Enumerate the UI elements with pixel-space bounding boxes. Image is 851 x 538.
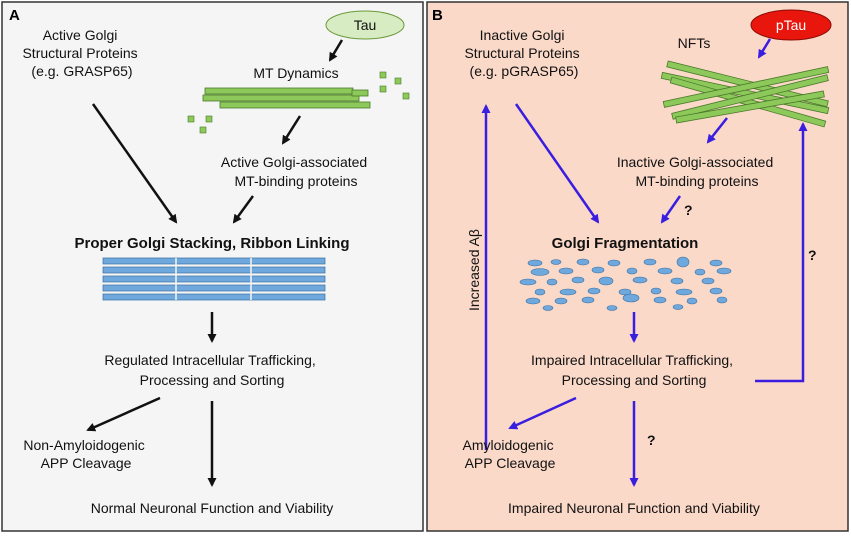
ptau-bubble: pTau bbox=[750, 9, 832, 41]
tau-bubble: Tau bbox=[325, 10, 405, 40]
golgi-stack bbox=[102, 257, 326, 301]
increased-abeta-label: Increased Aβ bbox=[466, 229, 482, 311]
arrow-tau-to-mt bbox=[328, 39, 344, 62]
question-mark-3: ? bbox=[647, 432, 656, 448]
inactive-mt-binding-label: Inactive Golgi-associated MT-binding pro… bbox=[617, 154, 777, 189]
mt-dynamics-label: MT Dynamics bbox=[253, 65, 338, 81]
arrow-nfts-to-binding bbox=[706, 117, 728, 144]
regulated-trafficking-label: Regulated Intracellular Trafficking, Pro… bbox=[104, 352, 319, 388]
arrow-golgi-to-fragmentation bbox=[514, 103, 600, 224]
golgi-fragments bbox=[519, 256, 732, 311]
golgi-stack-dividers bbox=[175, 258, 252, 300]
arrow-golgi-to-stacking bbox=[91, 103, 178, 224]
stacking-label: Proper Golgi Stacking, Ribbon Linking bbox=[74, 235, 349, 252]
impaired-outcome-label: Impaired Neuronal Function and Viability bbox=[508, 500, 760, 516]
panel-a-letter: A bbox=[9, 7, 20, 24]
panel-b-letter: B bbox=[432, 7, 443, 24]
arrow-binding-to-stacking bbox=[232, 195, 255, 224]
microtubule-bundle bbox=[202, 87, 371, 109]
arrow-trafficking-to-amyloid bbox=[508, 396, 577, 430]
amyloidogenic-label: Amyloidogenic APP Cleavage bbox=[463, 437, 558, 471]
arrow-ptau-to-nfts bbox=[757, 38, 772, 59]
nfts-label: NFTs bbox=[678, 35, 711, 51]
question-mark-1: ? bbox=[684, 202, 693, 218]
nft-tangles bbox=[660, 60, 830, 128]
question-mark-2: ? bbox=[808, 247, 817, 263]
normal-outcome-label: Normal Neuronal Function and Viability bbox=[91, 500, 334, 516]
arrow-trafficking-to-nfts bbox=[755, 122, 808, 383]
ptau-label: pTau bbox=[776, 17, 806, 33]
arrow-binding-to-fragmentation bbox=[660, 195, 682, 224]
arrow-mt-to-binding bbox=[281, 115, 302, 145]
impaired-trafficking-label: Impaired Intracellular Trafficking, Proc… bbox=[531, 352, 737, 388]
tubulin-dimers bbox=[187, 71, 410, 134]
active-golgi-label: Active Golgi Structural Proteins (e.g. G… bbox=[22, 27, 141, 79]
arrow-trafficking-to-nonamyloid bbox=[86, 396, 161, 432]
non-amyloidogenic-label: Non-Amyloidogenic APP Cleavage bbox=[23, 437, 148, 471]
fragmentation-label: Golgi Fragmentation bbox=[552, 235, 699, 252]
inactive-golgi-label: Inactive Golgi Structural Proteins (e.g.… bbox=[464, 27, 583, 79]
tau-label: Tau bbox=[354, 17, 377, 33]
active-mt-binding-label: Active Golgi-associated MT-binding prote… bbox=[221, 154, 371, 189]
